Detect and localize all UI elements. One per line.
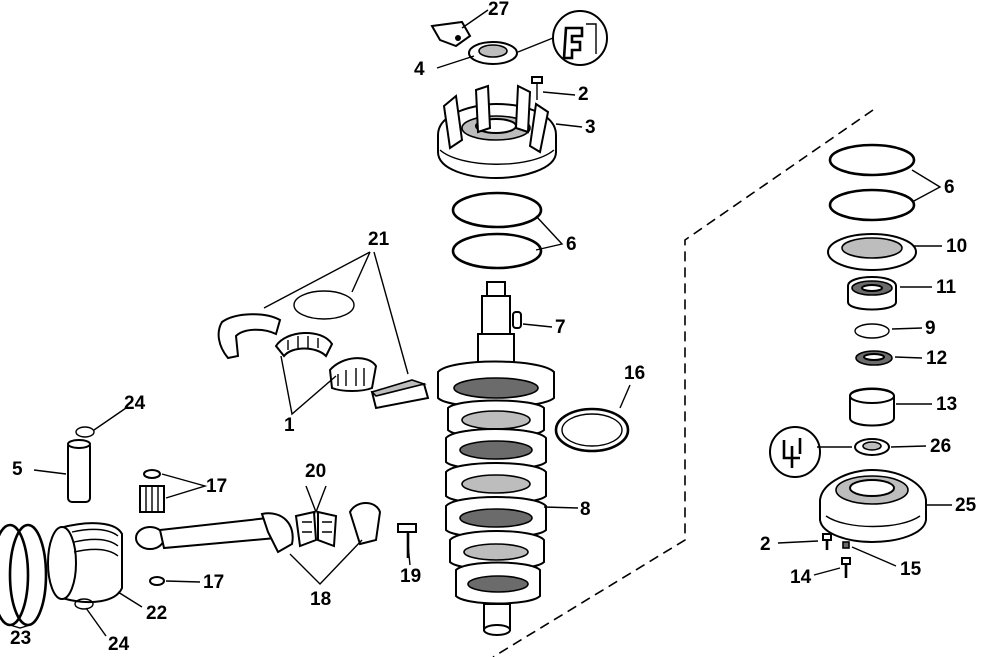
o-ring-6-center-top	[451, 191, 543, 229]
needle-bearing-17	[139, 485, 165, 513]
key-7	[512, 311, 522, 329]
sleeve-13	[849, 387, 895, 427]
ball-bearing-11	[847, 276, 897, 311]
connecting-rod-18	[135, 512, 294, 554]
retaining-ring-16	[554, 407, 630, 453]
piston-22	[47, 522, 123, 604]
sealing-compound-icon	[552, 10, 608, 66]
callout-27: 27	[488, 0, 510, 20]
crankshaft-8	[437, 281, 555, 636]
callout-10: 10	[946, 236, 968, 257]
bolt-19	[397, 523, 417, 558]
callout-3: 3	[585, 117, 596, 138]
callout-19: 19	[400, 566, 422, 587]
piston-rings-23	[0, 523, 48, 627]
callout-21: 21	[368, 229, 390, 250]
bearing-cage-20	[294, 510, 338, 548]
bracket-27	[430, 20, 472, 48]
callout-12: 12	[926, 348, 948, 369]
screw-2-top	[531, 76, 543, 100]
callout-17-bottom: 17	[203, 572, 225, 593]
washer-17-top	[143, 469, 161, 479]
callout-9: 9	[925, 318, 936, 339]
callout-24-bottom: 24	[108, 634, 130, 655]
main-bearing-insert-21	[293, 290, 355, 320]
screw-14	[841, 557, 851, 578]
callout-20: 20	[305, 461, 327, 482]
callout-2-top: 2	[578, 84, 589, 105]
retaining-ring-24-top	[75, 426, 95, 438]
retaining-ring-9	[854, 323, 890, 339]
rod-cap-18	[348, 502, 382, 546]
callout-18: 18	[310, 589, 332, 610]
oil-seal-4	[468, 41, 518, 65]
lower-bearing-housing-25	[819, 468, 927, 544]
upper-bearing-housing-3	[437, 84, 557, 180]
screw-2-right	[822, 533, 832, 550]
dashed-group-outline	[492, 109, 874, 657]
o-ring-6-right-top	[828, 143, 916, 177]
bearing-housing-10	[827, 233, 917, 271]
needle-bearing-1-a	[274, 331, 334, 358]
callout-16: 16	[624, 363, 646, 384]
washer-17-bottom	[149, 576, 165, 586]
callout-1: 1	[284, 415, 295, 436]
leader-lines	[9, 9, 952, 637]
seal-26	[854, 438, 890, 456]
piston-pin-5	[67, 439, 91, 503]
needle-bearing-1-b	[328, 357, 378, 392]
plug-15	[842, 541, 850, 549]
callout-24-top: 24	[124, 393, 146, 414]
main-bearing-shell-21	[217, 313, 282, 360]
callout-7: 7	[555, 317, 566, 338]
o-ring-6-center-bottom	[451, 232, 543, 270]
callout-6-center: 6	[566, 234, 577, 255]
callout-23: 23	[10, 628, 32, 649]
callout-25: 25	[955, 495, 977, 516]
callout-13: 13	[936, 394, 958, 415]
callout-11: 11	[936, 277, 957, 298]
callout-2-right: 2	[760, 534, 771, 555]
callout-26: 26	[930, 436, 952, 457]
o-ring-6-right-bottom	[828, 188, 916, 222]
callout-22: 22	[146, 603, 168, 624]
seal-ring-12	[855, 350, 893, 366]
callout-8: 8	[580, 499, 591, 520]
callout-6-right: 6	[944, 177, 955, 198]
callout-5: 5	[12, 459, 23, 480]
retaining-ring-24-bottom	[74, 598, 94, 610]
lubricant-icon	[769, 426, 821, 478]
callout-17-top: 17	[206, 476, 228, 497]
callout-15: 15	[900, 559, 922, 580]
main-bearing-sleeve-21	[370, 379, 430, 410]
callout-14: 14	[790, 567, 812, 588]
callout-4: 4	[414, 59, 425, 80]
